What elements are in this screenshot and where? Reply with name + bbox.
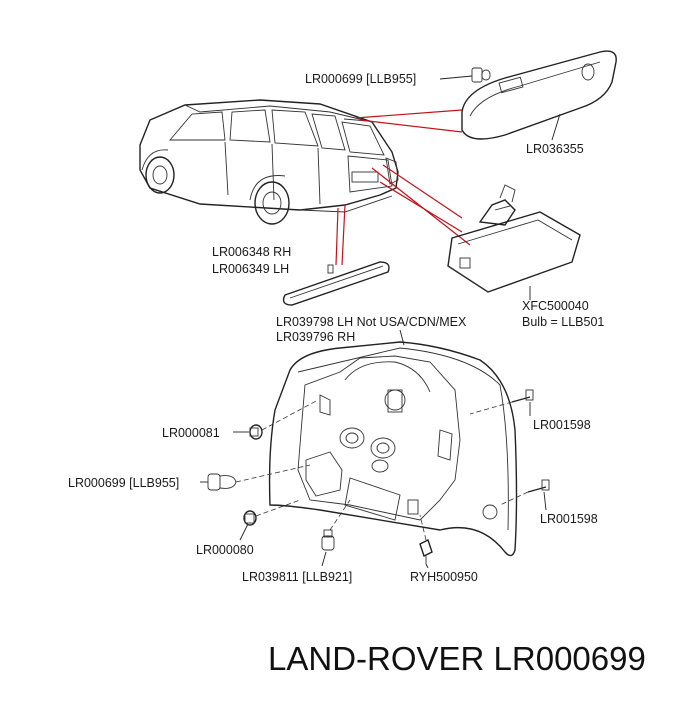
stop-lamp-bulb	[471, 67, 491, 83]
label-stop-lamp: LR036355	[526, 142, 584, 156]
screw-top	[511, 389, 534, 403]
clip-ryh500950	[419, 539, 433, 564]
label-plate-lamp: XFC500040	[522, 299, 589, 313]
label-bulb-lr000699: LR000699 [LLB955]	[68, 476, 180, 490]
label-reflector-rh: LR006348 RH	[212, 245, 292, 259]
label-tail-lamp-rh: LR039796 RH	[276, 330, 356, 344]
label-holder-lr000081: LR000081	[162, 426, 220, 440]
rear-reflector	[282, 261, 390, 306]
page-title: LAND-ROVER LR000699	[268, 640, 646, 677]
bulb-lr039811	[321, 529, 335, 551]
label-screw-top: LR001598	[533, 418, 591, 432]
label-reflector-lh: LR006349 LH	[212, 262, 290, 276]
callout-lines	[335, 109, 471, 266]
vehicle-illustration	[139, 99, 399, 225]
tail-lamp-assembly	[268, 341, 518, 557]
label-plate-bulb: Bulb = LLB501	[522, 315, 605, 329]
screw-bottom	[527, 479, 550, 493]
label-bulb-lr039811: LR039811 [LLB921]	[242, 570, 353, 584]
label-screw-bottom: LR001598	[540, 512, 598, 526]
licence-plate-lamp	[447, 184, 581, 293]
holder-lr000081	[249, 424, 263, 440]
bulb-lr000699	[207, 473, 237, 491]
label-stop-lamp-bulb: LR000699 [LLB955]	[305, 72, 417, 86]
label-tail-lamp-lh: LR039798 LH Not USA/CDN/MEX	[276, 315, 467, 329]
holder-lr000080	[243, 510, 257, 526]
label-clip-ryh500950: RYH500950	[410, 570, 478, 584]
label-holder-lr000080: LR000080	[196, 543, 254, 557]
high-mount-stop-lamp	[461, 50, 617, 140]
